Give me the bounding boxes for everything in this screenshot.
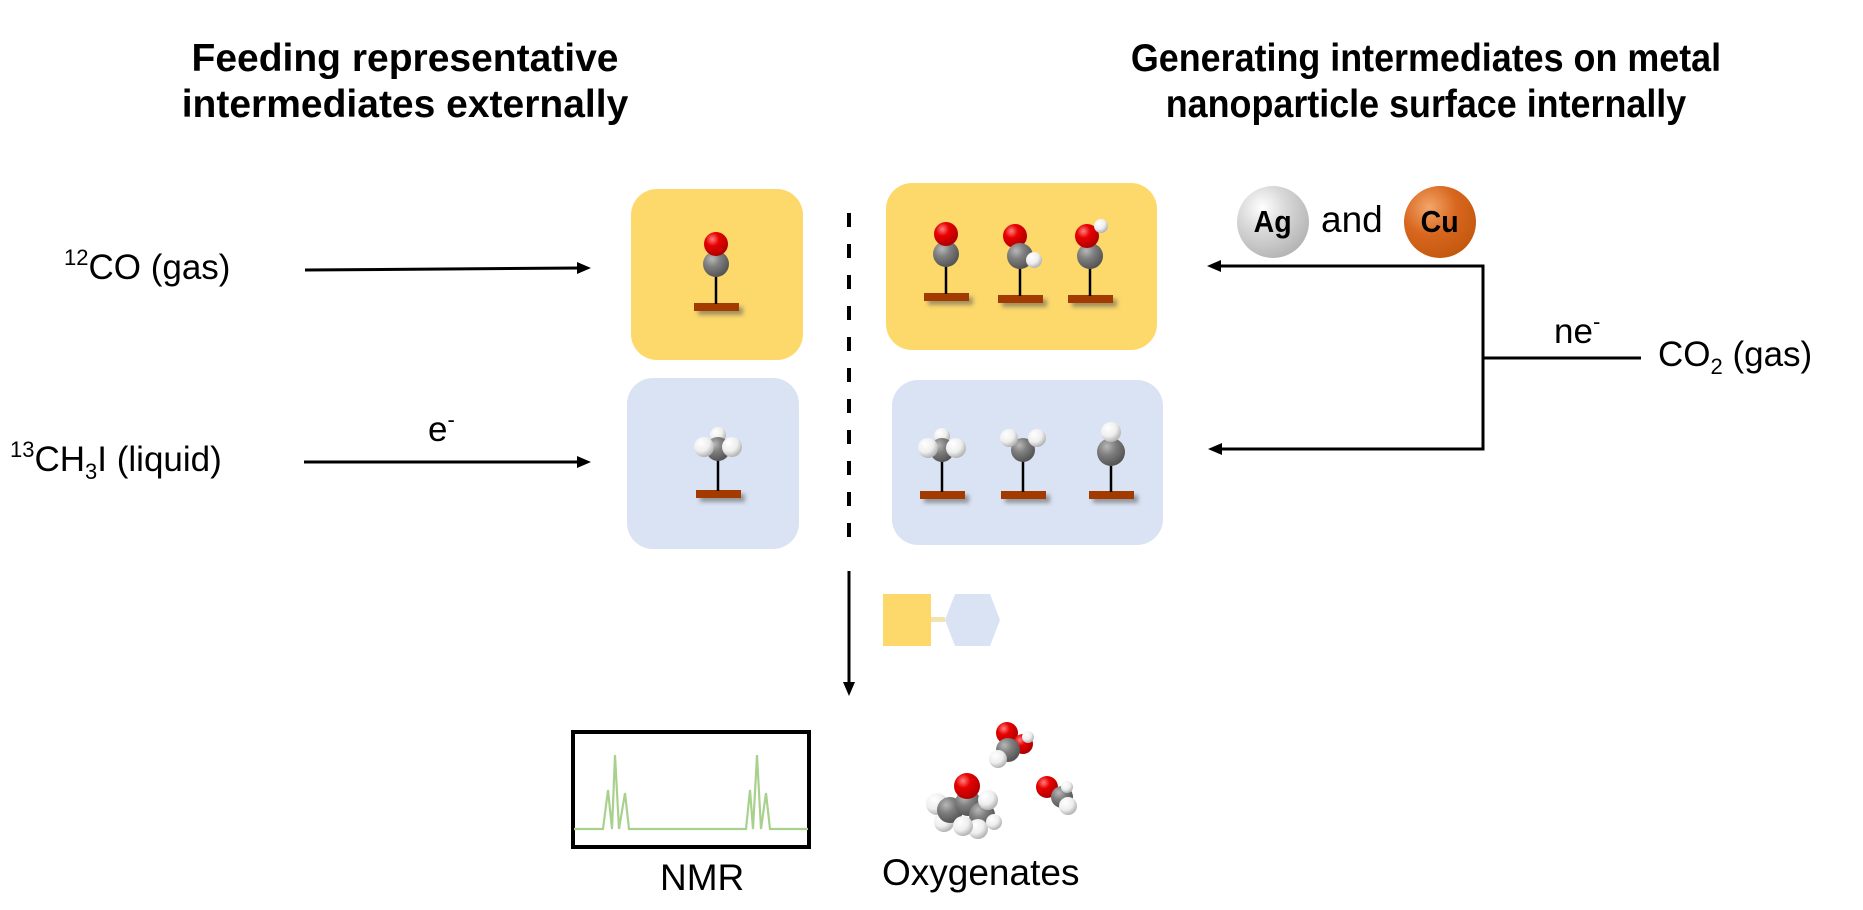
adsorbed-co-icon [924, 222, 969, 301]
atom-C [1097, 438, 1125, 466]
nmr-label: NMR [660, 857, 745, 898]
electron-label-left: e- [428, 407, 455, 450]
metal-surface [696, 490, 741, 498]
atom-H [1000, 429, 1018, 447]
adsorbed-cho-icon [998, 224, 1043, 303]
atom-H [946, 438, 966, 458]
ch3i-phase: (liquid) [107, 440, 222, 479]
metal-surface [1089, 491, 1134, 499]
title-external-feeding: Feeding representative intermediates ext… [155, 36, 655, 128]
co2-reduction-bracket [1207, 260, 1641, 455]
co-gas-label: 12CO (gas) [64, 245, 231, 288]
co2-subscript: 2 [1710, 354, 1723, 379]
atom-H [918, 438, 938, 458]
atom-O [1003, 224, 1027, 248]
metal-surface [924, 293, 969, 301]
adsorbed-ch3-icon [918, 428, 966, 499]
cu-symbol: Cu [1420, 204, 1460, 239]
atom-H [694, 437, 714, 457]
coupling-down-arrow [843, 571, 855, 696]
adsorbed-coh-icon [1068, 219, 1113, 303]
ne-base: ne [1554, 312, 1593, 351]
atom-O [1075, 224, 1099, 248]
methanol-molecule-icon [1036, 776, 1077, 815]
external-ch3-box [627, 378, 799, 549]
ch3i-feed-arrow [304, 456, 591, 468]
arrowhead-bottom [1208, 443, 1222, 455]
c1-oxygenated-square [883, 594, 931, 646]
nmr-trace [574, 754, 808, 831]
co2-phase: (gas) [1722, 335, 1813, 374]
metal-surface [920, 491, 965, 499]
atom-H [1028, 429, 1046, 447]
arrowhead-top [1207, 260, 1221, 272]
coupling-legend [883, 594, 1000, 646]
coupling-link [931, 617, 945, 622]
title-right-line-2: nanoparticle surface internally [1165, 83, 1687, 126]
metal-surface [1068, 295, 1113, 303]
cu-nanoparticle-icon: Cu [1404, 186, 1476, 258]
adsorbed-ch3-icon [694, 427, 742, 498]
ch3i-liquid-label: 13CH3I (liquid) [10, 437, 222, 483]
nmr-spectrum-icon [571, 730, 811, 849]
co-formula: CO [88, 248, 141, 287]
metal-surface [1001, 491, 1046, 499]
atom-H [722, 437, 742, 457]
ch3i-isotope: 13 [10, 437, 35, 462]
atom-H [1094, 219, 1108, 233]
title-right-line-1: Generating intermediates on metal [1130, 37, 1722, 80]
atom-O [934, 222, 958, 246]
atom-H [1101, 422, 1121, 442]
ch3i-subscript: 3 [85, 459, 98, 484]
title-left-line-1: Feeding representative [191, 37, 619, 80]
electron-sup: - [447, 407, 455, 432]
ch3i-formula-a: CH [34, 440, 86, 479]
atom-C [933, 241, 959, 267]
electron-label-right: ne- [1554, 309, 1601, 352]
metal-surface [998, 295, 1043, 303]
atom-O [704, 232, 728, 256]
co-phase: (gas) [140, 248, 231, 287]
metal-surface [694, 303, 739, 311]
atom-C [1011, 438, 1035, 462]
acetone-molecule-icon [926, 773, 1002, 839]
c1-hydrocarbon-hexagon [945, 594, 1000, 646]
co2-gas-label: CO2 (gas) [1658, 335, 1813, 378]
adsorbed-co-icon [694, 232, 739, 311]
oxygenates-label: Oxygenates [882, 852, 1080, 893]
atom-H [1026, 252, 1042, 268]
electron-base: e [428, 410, 448, 449]
title-internal-generation: Generating intermediates on metal nanopa… [1086, 36, 1767, 128]
atom-C [1077, 243, 1103, 269]
adsorbed-ch-icon [1089, 422, 1134, 499]
co-isotope: 12 [64, 245, 89, 270]
and-label: and [1321, 199, 1383, 240]
ag-symbol: Ag [1253, 204, 1293, 239]
formic-acid-molecule-icon [989, 722, 1034, 768]
atom-C [703, 251, 729, 277]
title-left-line-2: intermediates externally [181, 83, 629, 126]
ag-nanoparticle-icon: Ag [1237, 186, 1309, 258]
ch3i-formula-b: I [97, 440, 108, 479]
adsorbed-ch2-icon [1000, 429, 1046, 499]
co2-formula: CO [1658, 335, 1711, 374]
ne-sup: - [1592, 309, 1601, 334]
co-feed-arrow [304, 262, 591, 274]
